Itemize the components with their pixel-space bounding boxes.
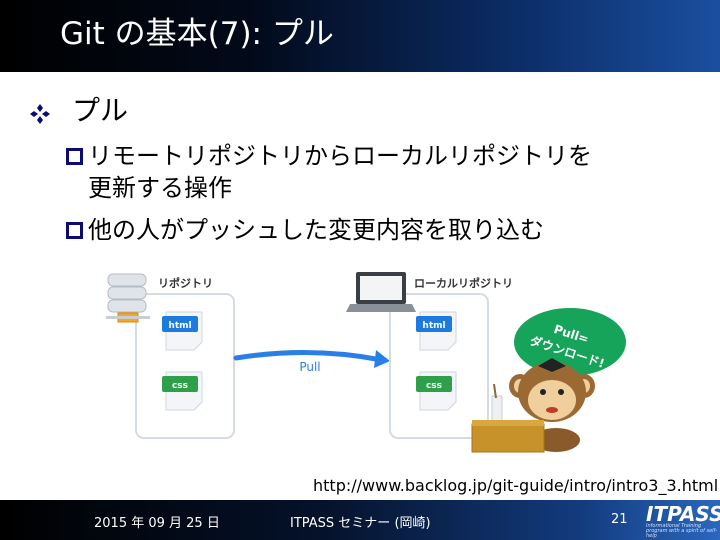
pull-arrow-icon [233, 349, 390, 368]
laptop-icon [346, 272, 416, 312]
local-repo-label: ローカルリポジトリ [414, 276, 513, 290]
title-bar: Git の基本(7): プル [0, 0, 720, 72]
remote-repo-label: リポジトリ [158, 276, 213, 290]
footer-page-number: 21 [611, 512, 628, 527]
remote-css-badge: css [172, 381, 188, 391]
pull-arrow-label: Pull [299, 360, 320, 374]
sub-bullet-1-line2: 更新する操作 [88, 174, 232, 202]
pull-diagram: リポジトリ html css Pull ローカルリポジトリ html css [106, 272, 626, 453]
local-html-badge: html [422, 321, 445, 331]
square-bullet-icon [66, 148, 83, 165]
sub-bullet-2-text: 他の人がプッシュした変更内容を取り込む [88, 216, 544, 244]
local-css-badge: css [426, 381, 442, 391]
diamond-bullet-icon [30, 104, 50, 124]
remote-html-badge: html [168, 321, 191, 331]
itpass-logo: ITPASS [646, 502, 720, 526]
main-bullet-text: プル [72, 94, 129, 127]
square-bullet-icon [66, 222, 83, 239]
speech-bubble: Pull= ダウンロード! [514, 308, 626, 386]
monkey-mascot-icon [471, 358, 595, 453]
remote-css-file-icon: css [162, 371, 203, 411]
local-css-file-icon: css [416, 371, 457, 411]
local-repo-box [389, 293, 489, 439]
local-html-file-icon: html [416, 311, 457, 351]
footer-bar: 2015 年 09 月 25 日 ITPASS セミナー (岡崎) 21 ITP… [0, 500, 720, 540]
slide-title: Git の基本(7): プル [60, 16, 334, 52]
remote-repo-box [135, 293, 235, 439]
footer-date: 2015 年 09 月 25 日 [94, 516, 220, 531]
footer-event: ITPASS セミナー (岡崎) [290, 516, 431, 531]
sub-bullet-1-line1: リモートリポジトリからローカルリポジトリを [88, 142, 592, 170]
remote-html-file-icon: html [162, 311, 203, 351]
source-url[interactable]: http://www.backlog.jp/git-guide/intro/in… [313, 476, 719, 495]
itpass-logo-tagline: Informational Training program with a sp… [646, 523, 718, 539]
server-icon [106, 273, 150, 323]
